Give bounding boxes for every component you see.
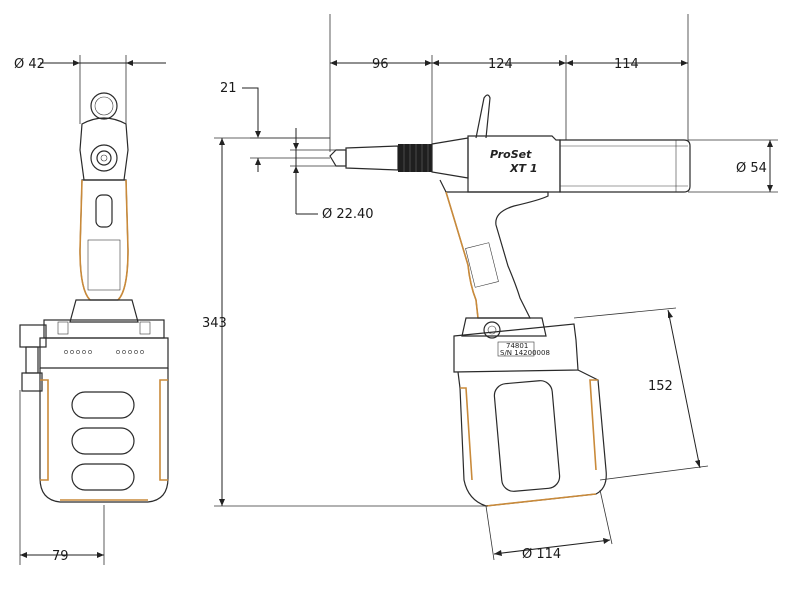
side-window [493, 380, 561, 492]
dim-body-height-value: 152 [648, 379, 673, 394]
hang-hook [475, 94, 491, 139]
dim-nose-diameter [290, 128, 346, 215]
dim-front-bottom-width: 79 [52, 549, 69, 564]
hang-ring [90, 92, 118, 120]
dim-nose-offset [242, 87, 330, 172]
air-fitting [19, 324, 47, 348]
nose-collar [398, 144, 432, 172]
serial-plate [497, 341, 535, 357]
front-nose-circle [90, 144, 118, 172]
dim-seg-3: 114 [614, 57, 639, 72]
nose-tip [329, 149, 347, 167]
dim-body-diameter [485, 489, 613, 561]
dim-top-chain [329, 14, 689, 152]
collar-screw [483, 321, 501, 339]
svg-text:S/N 14200008: S/N 14200008 [500, 349, 550, 357]
dim-seg-1: 96 [372, 57, 389, 72]
side-body [457, 369, 607, 507]
dim-nose-offset-value: 21 [220, 81, 237, 96]
dim-body-height [573, 307, 709, 481]
front-view [19, 92, 169, 503]
dim-overall-height-value: 343 [202, 316, 227, 331]
rear-barrel [559, 139, 691, 193]
dim-body-diameter-value: Ø 114 [522, 547, 561, 562]
dim-barrel-diameter-value: Ø 54 [736, 161, 767, 176]
dim-front-bottom [19, 390, 105, 565]
front-window-1 [71, 391, 135, 419]
front-body [39, 368, 169, 503]
dim-nose-diameter-value: Ø 22.40 [322, 207, 374, 222]
model-label: XT 1 [509, 162, 537, 175]
side-view: ProSet XT 1 74801 S/N 14200008 [329, 94, 691, 507]
front-window-3 [71, 463, 135, 491]
dim-barrel-diameter [688, 139, 778, 193]
dim-front-top [40, 55, 166, 124]
dim-front-top-diameter: Ø 42 [14, 57, 45, 72]
front-window-2 [71, 427, 135, 455]
svg-text:74801: 74801 [506, 342, 528, 350]
brand-label: ProSet [490, 148, 532, 161]
dim-overall-height [214, 137, 488, 507]
dim-seg-2: 124 [488, 57, 513, 72]
side-handle [445, 191, 549, 319]
